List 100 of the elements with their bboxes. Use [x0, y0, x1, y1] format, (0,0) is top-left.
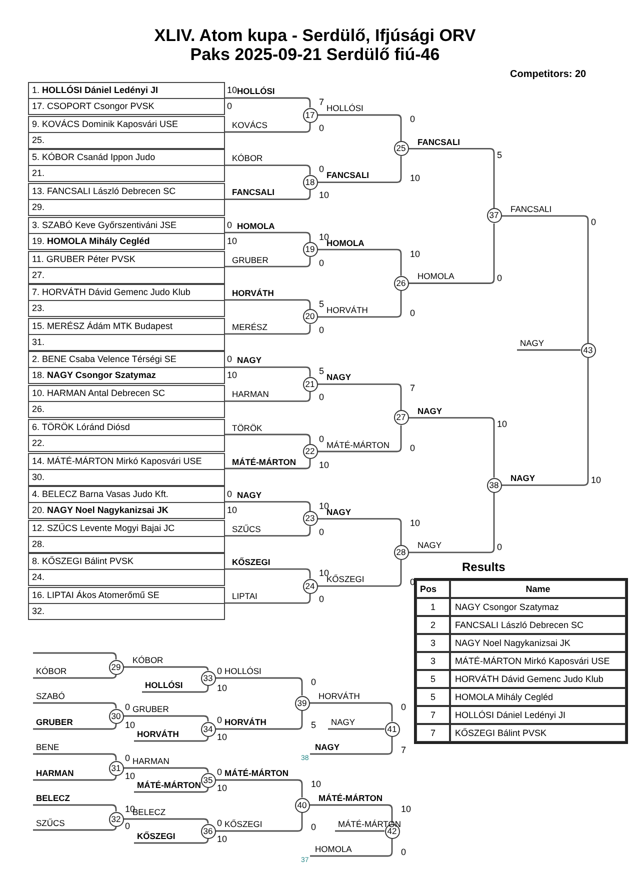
- competitor-entry: 9. KOVÁCS Dominik Kaposvári USE: [32, 119, 178, 130]
- bracket-line: [225, 526, 311, 536]
- entry-row-box: [28, 82, 225, 99]
- bracket-line: [310, 702, 393, 722]
- winner-name: GRUBER: [232, 254, 268, 266]
- bracket-line: [328, 728, 384, 730]
- score: 10: [125, 771, 136, 781]
- entry-row-box: [28, 520, 225, 537]
- score: 0: [410, 308, 416, 318]
- score: 10: [401, 804, 412, 814]
- rank-number: 3: [416, 634, 450, 652]
- competitor-entry: 1. HOLLÓSI Dániel Ledényi JI: [32, 85, 158, 96]
- bracket-line: [33, 753, 117, 760]
- competitor-entry: 3. SZABÓ Keve Győrszentiváni JSE: [32, 220, 177, 231]
- bracket-line: [335, 830, 384, 832]
- title: XLIV. Atom kupa - Serdülő, Ifjúsági ORV: [153, 26, 477, 45]
- entry-row-box: [28, 486, 225, 503]
- winner-name: TÖRÖK: [232, 422, 262, 434]
- winner-name: NAGY: [418, 540, 442, 552]
- winner-name: HOMOLA: [326, 238, 364, 249]
- match-circle: 35: [200, 772, 216, 788]
- winner-name: KŐSZEGI: [232, 557, 270, 568]
- competitor-entry: 6. TÖRÖK Lóránd Diósd: [32, 422, 130, 432]
- entry-row-box: [28, 351, 225, 368]
- match-circle: 34: [200, 722, 216, 736]
- match-circle: 40: [294, 798, 310, 812]
- winner-name: HOMOLA: [418, 271, 454, 282]
- bracket-line: [225, 97, 311, 108]
- winner-name: MÁTÉ-MÁRTON: [318, 793, 383, 804]
- winner-name: KŐSZEGI: [137, 831, 176, 842]
- competitor-entry: 26.: [32, 404, 45, 416]
- score: 0: [217, 818, 222, 828]
- competitor-entry: 12. SZŰCS Levente Mogyi Bajai JC: [32, 522, 175, 534]
- competitor-entry: 2. BENE Csaba Velence Térségi SE: [32, 354, 176, 366]
- winner-name: SZABÓ: [36, 691, 65, 702]
- winner-name: MÁTÉ-MÁRTON: [232, 456, 296, 468]
- winner-name: HORVÁTH: [326, 304, 368, 316]
- rank-number: 2: [416, 616, 450, 634]
- bracket-line: [225, 501, 311, 512]
- score: 10: [227, 85, 238, 95]
- entry-row-box: [28, 434, 225, 452]
- rank-number: 5: [416, 688, 450, 706]
- bracket-line: [502, 358, 589, 486]
- entry-row-box: [28, 183, 225, 200]
- rank-number: 3: [416, 652, 450, 670]
- competitor-name: HOLLÓSI Dániel Ledényi JI: [450, 706, 626, 724]
- entry-row-box: [28, 536, 225, 553]
- winner-name: HORVÁTH: [318, 691, 360, 702]
- score: 10: [410, 248, 420, 259]
- score: 0: [311, 677, 316, 687]
- winner-name: NAGY: [326, 372, 352, 384]
- score: 10: [217, 834, 228, 844]
- score: 10: [591, 475, 602, 486]
- match-circle: 38: [486, 478, 502, 493]
- match-circle: 18: [302, 174, 318, 190]
- entry-row-box: [28, 334, 225, 351]
- bracket-line: [517, 349, 580, 351]
- winner-name: HARMAN: [232, 389, 269, 400]
- bracket-line: [318, 518, 402, 545]
- match-circle: 37: [486, 208, 502, 224]
- entry-row-box: [28, 452, 225, 470]
- entry-row-box: [28, 418, 225, 436]
- bracket-line: [225, 232, 311, 242]
- entry-row-box: [28, 318, 225, 335]
- bracket-line: [225, 459, 311, 470]
- column-header: Name: [450, 580, 626, 598]
- bracket-line: [310, 736, 393, 755]
- bracket-line: [33, 702, 117, 708]
- competitor-entry: 25.: [32, 135, 45, 146]
- winner-name: LIPTAI: [232, 591, 258, 602]
- competitor-count: Competitors: 20: [510, 69, 586, 81]
- bracket-line: [134, 838, 209, 844]
- competitor-entry: 5. KÓBOR Csanád Ippon Judo: [32, 152, 156, 164]
- score: 10: [227, 236, 238, 246]
- score: 5: [497, 150, 502, 160]
- winner-name: GRUBER: [36, 717, 73, 728]
- score: 0: [227, 220, 232, 230]
- bracket-line: [225, 324, 311, 335]
- winner-name: KŐSZEGI: [224, 819, 262, 830]
- competitor-entry: 24.: [32, 572, 45, 584]
- bracket-line: [225, 392, 311, 402]
- rank-number: 7: [416, 706, 450, 724]
- entry-row-box: [28, 385, 225, 402]
- score: 0: [410, 114, 416, 124]
- bracket-line: [318, 384, 402, 410]
- bracket-line: [124, 767, 209, 773]
- score: 0: [319, 392, 324, 402]
- competitor-name: FANCSALI László Debrecen SC: [450, 616, 626, 634]
- winner-name: FANCSALI: [232, 187, 274, 198]
- bracket-line: [134, 787, 209, 793]
- entry-row-box: [28, 165, 225, 182]
- competitor-name: HOMOLA Mihály Cegléd: [450, 688, 626, 706]
- match-circle: 27: [394, 410, 408, 426]
- column-header: Pos: [416, 580, 450, 598]
- score: 10: [410, 173, 420, 184]
- winner-name: HOMOLA: [237, 220, 275, 232]
- bracket-line: [225, 434, 311, 444]
- entry-row-box: [28, 401, 225, 418]
- bracket-line: [310, 804, 393, 824]
- bracket-line: [408, 492, 495, 554]
